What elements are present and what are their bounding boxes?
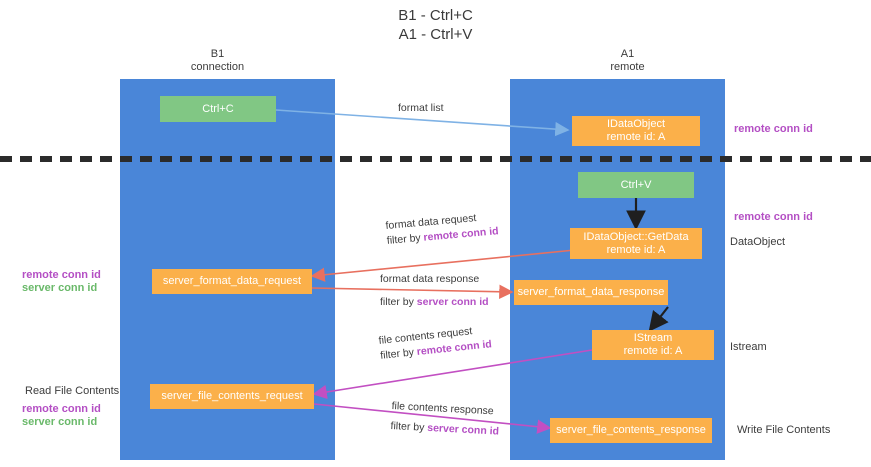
annotation-left-remote-conn-id-1: remote conn id xyxy=(22,269,101,281)
lane-a1-role: remote xyxy=(610,61,645,73)
node-getdata-line2: remote id: A xyxy=(606,243,666,256)
node-idataobject[interactable]: IDataObject remote id: A xyxy=(572,116,700,146)
annotation-remote-conn-id-top: remote conn id xyxy=(734,123,813,135)
phase-divider xyxy=(0,156,871,162)
node-ctrl-v[interactable]: Ctrl+V xyxy=(578,172,694,198)
page-title: B1 - Ctrl+C A1 - Ctrl+V xyxy=(0,6,871,44)
node-fmt-req-label: server_format_data_request xyxy=(162,275,302,287)
file-resp-filter-by: filter by xyxy=(390,419,428,434)
node-server-file-contents-request[interactable]: server_file_contents_request xyxy=(150,384,314,409)
annotation-istream: Istream xyxy=(730,341,767,353)
node-getdata-line1: IDataObject::GetData xyxy=(583,230,689,243)
node-idataobject-line2: remote id: A xyxy=(606,131,666,143)
title-line-2: A1 - Ctrl+V xyxy=(398,26,473,43)
annotation-left-server-conn-id-2: server conn id xyxy=(22,416,98,428)
node-server-format-data-request[interactable]: server_format_data_request xyxy=(152,269,312,294)
fmt-resp-key: server conn id xyxy=(416,296,489,308)
node-fmt-resp-label: server_format_data_response xyxy=(517,286,665,298)
node-server-format-data-response[interactable]: server_format_data_response xyxy=(514,280,668,305)
edge-label-file-contents-request: file contents request filter by remote c… xyxy=(378,322,493,364)
node-file-req-label: server_file_contents_request xyxy=(161,390,303,402)
edge-label-file-resp-line2: filter by server conn id xyxy=(390,419,499,440)
edge-label-format-data-response: format data response filter by server co… xyxy=(380,272,489,310)
node-ctrl-v-label: Ctrl+V xyxy=(620,178,652,191)
annotation-left-server-conn-id-1: server conn id xyxy=(22,282,98,294)
title-line-1: B1 - Ctrl+C xyxy=(398,7,473,24)
annotation-read-file-contents: Read File Contents xyxy=(25,385,120,397)
node-server-file-contents-response[interactable]: server_file_contents_response xyxy=(550,418,712,443)
annotation-left-remote-conn-id-2: remote conn id xyxy=(22,403,101,415)
edge-label-format-data-request: format data request filter by remote con… xyxy=(385,209,499,249)
edge-label-file-contents-response: file contents response filter by server … xyxy=(390,399,500,440)
annotation-dataobject: DataObject xyxy=(730,236,786,248)
annotation-write-file-contents: Write File Contents xyxy=(737,424,831,436)
annotation-remote-conn-id-mid: remote conn id xyxy=(734,211,813,223)
node-file-resp-label: server_file_contents_response xyxy=(556,424,706,436)
lane-b1-name: B1 xyxy=(210,48,225,60)
fmt-resp-filter-by: filter by xyxy=(380,296,417,308)
lane-b1-role: connection xyxy=(190,61,245,73)
node-istream[interactable]: IStream remote id: A xyxy=(592,330,714,360)
edge-label-file-resp-line1: file contents response xyxy=(391,399,494,418)
file-resp-key: server conn id xyxy=(426,421,500,438)
node-istream-line2: remote id: A xyxy=(623,345,683,357)
lane-header-a1: A1 remote xyxy=(565,48,690,74)
lane-header-b1: B1 connection xyxy=(155,48,280,74)
edge-label-fmt-resp-line1: format data response xyxy=(380,273,480,285)
file-req-filter-by: filter by xyxy=(379,346,418,362)
node-idataobject-line1: IDataObject xyxy=(606,118,666,130)
lane-a1-name: A1 xyxy=(620,48,635,60)
node-istream-line1: IStream xyxy=(633,332,673,344)
fmt-req-filter-by: filter by xyxy=(386,231,425,247)
node-getdata[interactable]: IDataObject::GetData remote id: A xyxy=(570,228,702,259)
node-ctrl-c-label: Ctrl+C xyxy=(202,102,234,115)
edge-label-fmt-resp-line2: filter by server conn id xyxy=(380,295,489,310)
edge-label-format-list: format list xyxy=(398,102,444,114)
node-ctrl-c[interactable]: Ctrl+C xyxy=(160,96,276,122)
